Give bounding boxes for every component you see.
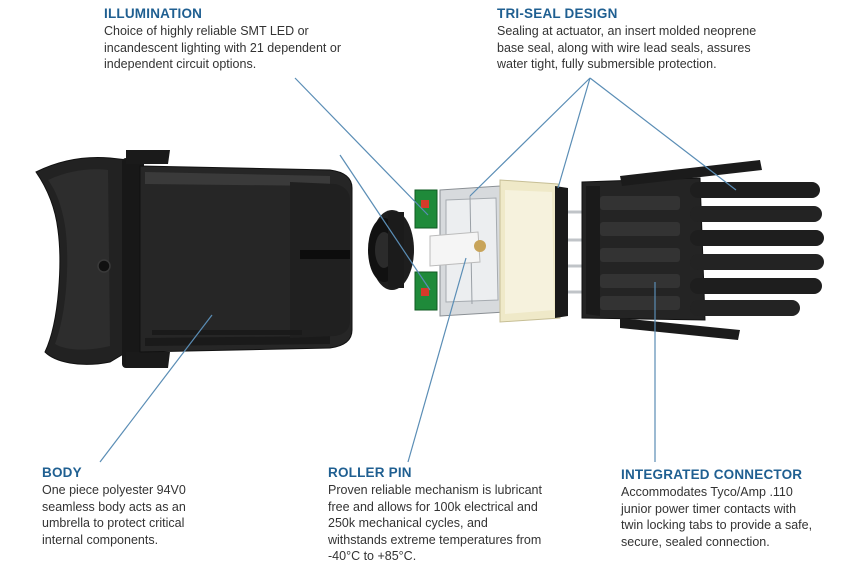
- illumination-title: ILLUMINATION: [104, 6, 203, 21]
- callout-tri-seal: TRI-SEAL DESIGN Sealing at actuator, an …: [497, 6, 767, 73]
- integrated-connector: [581, 160, 824, 340]
- internal-mechanism: [414, 179, 590, 323]
- callout-illumination: ILLUMINATION Choice of highly reliable S…: [104, 6, 354, 73]
- leader-triseal-3: [589, 77, 737, 191]
- tri-seal-text: Sealing at actuator, an insert molded ne…: [497, 24, 757, 71]
- leader-triseal-2: [557, 77, 591, 189]
- illumination-text: Choice of highly reliable SMT LED or inc…: [104, 24, 341, 71]
- leader-triseal-1: [469, 77, 591, 197]
- body-text: One piece polyester 94V0 seamless body a…: [42, 483, 186, 547]
- connector-title: INTEGRATED CONNECTOR: [621, 467, 803, 482]
- roller-pin-title: ROLLER PIN: [328, 465, 412, 480]
- roller-pin-text: Proven reliable mechanism is lubricant f…: [328, 483, 542, 563]
- leader-illumination-bottom: [339, 154, 431, 291]
- switch-body: [35, 150, 353, 368]
- body-title: BODY: [42, 465, 82, 480]
- connector-text: Accommodates Tyco/Amp .110 junior power …: [621, 485, 813, 549]
- callout-integrated-connector: INTEGRATED CONNECTOR Accommodates Tyco/A…: [621, 467, 821, 550]
- leader-roller-pin: [407, 257, 467, 463]
- tri-seal-title: TRI-SEAL DESIGN: [497, 6, 618, 21]
- callout-body: BODY One piece polyester 94V0 seamless b…: [42, 465, 212, 548]
- callout-roller-pin: ROLLER PIN Proven reliable mechanism is …: [328, 465, 548, 565]
- leader-body: [99, 314, 213, 463]
- leader-illumination-top: [294, 77, 429, 216]
- roller-pin-assembly: [368, 210, 414, 290]
- leader-lines: [99, 77, 737, 463]
